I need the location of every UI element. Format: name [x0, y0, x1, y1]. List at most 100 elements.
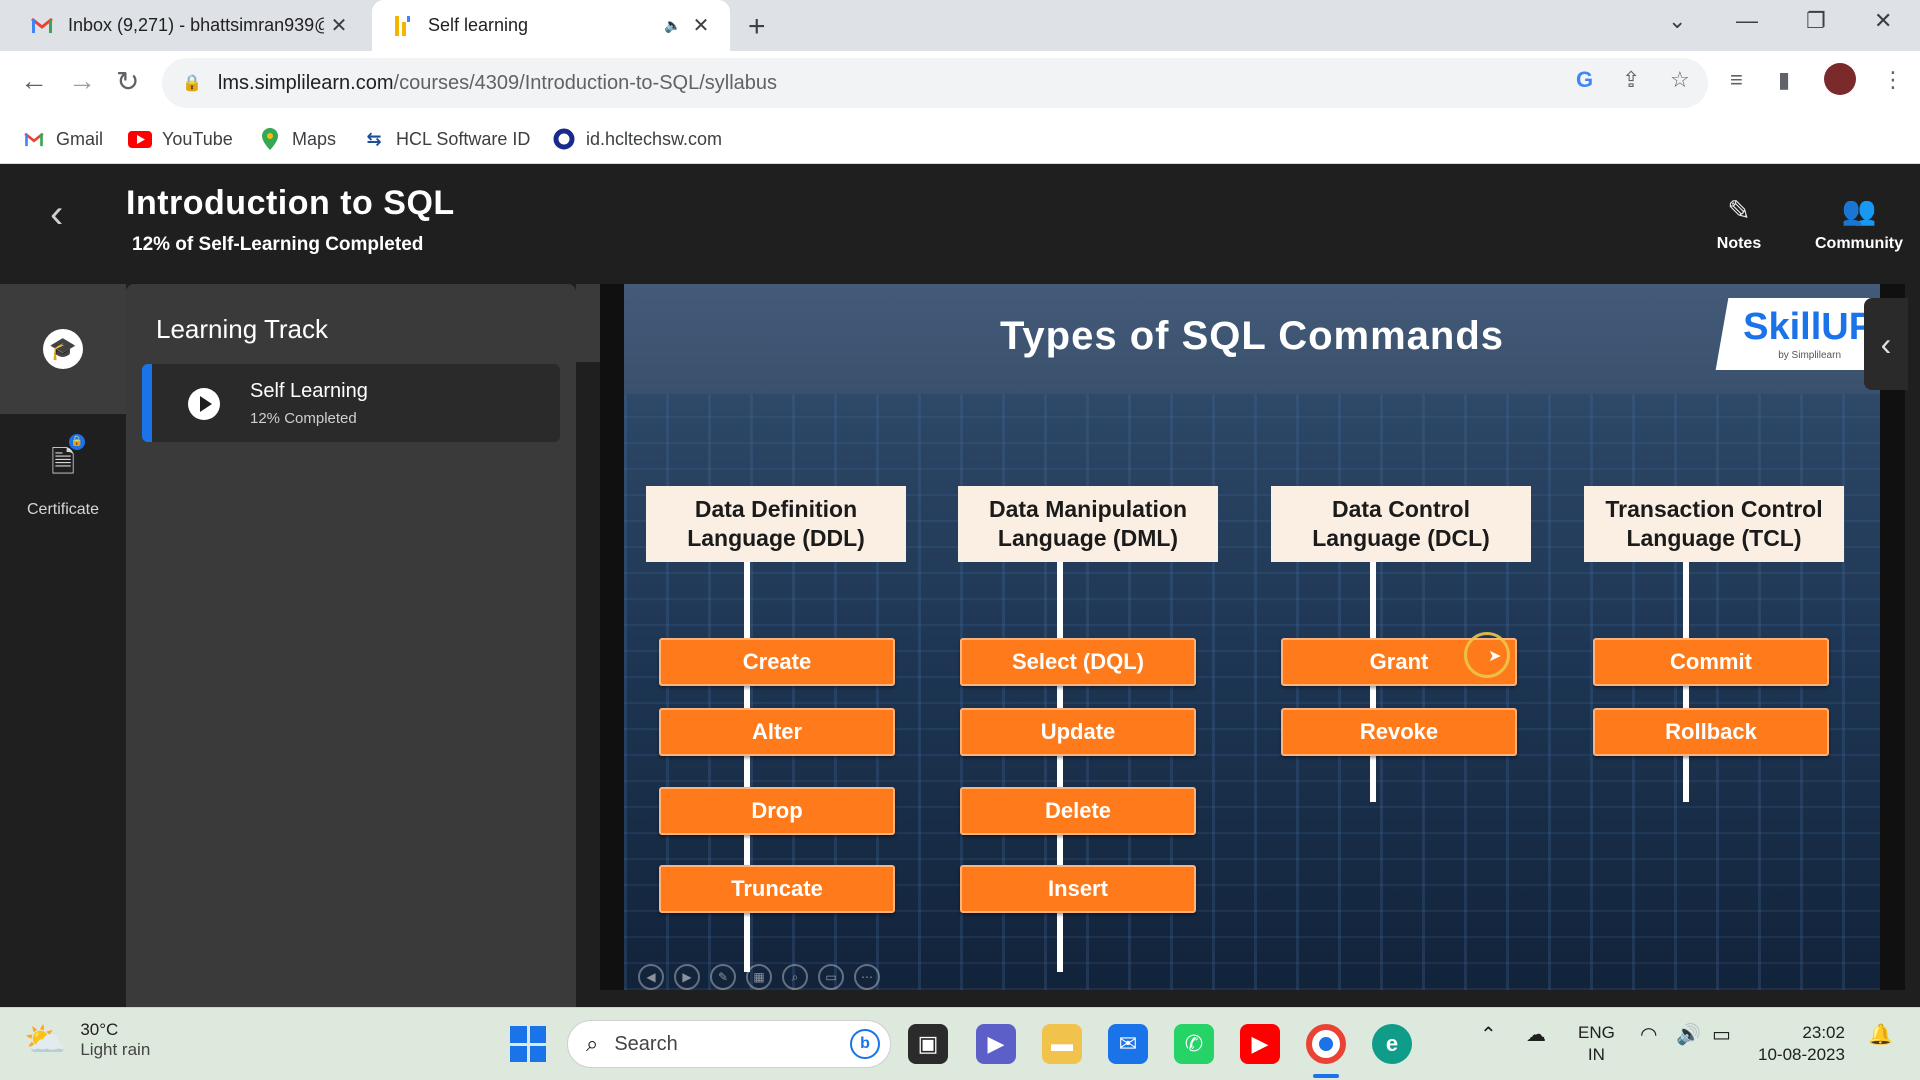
- new-tab-button[interactable]: +: [748, 10, 766, 43]
- back-icon[interactable]: ←: [20, 65, 48, 96]
- forward-icon[interactable]: →: [68, 65, 96, 96]
- bookmark-hcl-software-id[interactable]: ⇆ HCL Software ID: [362, 124, 530, 154]
- track-item-self-learning[interactable]: Self Learning 12% Completed: [142, 364, 560, 442]
- lang-line2: IN: [1587, 1045, 1605, 1064]
- system-clock[interactable]: 23:02 10-08-2023: [1758, 1022, 1845, 1066]
- weather-desc: Light rain: [80, 1040, 151, 1059]
- next-icon: ▶: [674, 964, 700, 990]
- onedrive-icon[interactable]: ☁: [1526, 1024, 1546, 1046]
- address-bar[interactable]: 🔒 lms.simplilearn.com/courses/4309/Intro…: [162, 58, 1708, 108]
- volume-icon[interactable]: 🔊: [1676, 1024, 1701, 1046]
- chevron-up-icon[interactable]: ⌃: [1480, 1024, 1497, 1046]
- lock-icon: 🔒: [69, 433, 86, 450]
- clock-time: 23:02: [1802, 1023, 1845, 1042]
- tab-self-learning[interactable]: Self learning 🔈 ✕: [372, 0, 730, 51]
- taskbar-search[interactable]: ⌕ Search b: [567, 1020, 891, 1068]
- lock-icon[interactable]: 🔒: [182, 75, 202, 92]
- bookmark-gmail[interactable]: Gmail: [22, 124, 103, 154]
- wifi-icon[interactable]: ◠: [1640, 1024, 1658, 1046]
- tcl-heading: Transaction Control Language (TCL): [1584, 486, 1844, 562]
- logo-text: SkillUP: [1743, 306, 1875, 348]
- teams-icon[interactable]: ▶: [976, 1024, 1016, 1064]
- google-icon[interactable]: G: [1576, 67, 1594, 92]
- heading-text: Data Manipulation Language (DML): [988, 496, 1188, 551]
- video-player[interactable]: Types of SQL Commands SkillUP by Simplil…: [600, 284, 1908, 990]
- notification-icon[interactable]: 🔔: [1868, 1024, 1893, 1046]
- rail-item-certificate[interactable]: 🗎🔒 Certificate: [0, 414, 126, 544]
- close-window-button[interactable]: ✕: [1874, 8, 1893, 33]
- file-explorer-icon[interactable]: ▬: [1042, 1024, 1082, 1064]
- command-insert: Insert: [960, 865, 1196, 913]
- certificate-label: Certificate: [26, 500, 100, 518]
- track-item-progress: 12% Completed: [250, 410, 357, 427]
- community-button[interactable]: 👥 Community: [1804, 194, 1914, 253]
- more-icon: ⋯: [854, 964, 880, 990]
- media-control-icon[interactable]: ≡: [1730, 67, 1743, 92]
- command-alter: Alter: [659, 708, 895, 756]
- certificate-icon: 🗎🔒: [50, 433, 86, 479]
- whatsapp-icon[interactable]: ✆: [1174, 1024, 1214, 1064]
- zoom-icon: ⌕: [782, 964, 808, 990]
- video-side-toggle[interactable]: ‹: [1864, 298, 1908, 390]
- tab-title: Inbox (9,271) - bhattsimran939@: [68, 15, 324, 35]
- youtube-icon[interactable]: ▶: [1240, 1024, 1280, 1064]
- chrome-icon[interactable]: [1306, 1024, 1346, 1064]
- chevron-left-icon: ‹: [1880, 325, 1892, 362]
- reload-icon[interactable]: ↻: [116, 66, 140, 97]
- bookmark-maps[interactable]: Maps: [258, 124, 336, 154]
- command-drop: Drop: [659, 787, 895, 835]
- task-view-icon[interactable]: ▣: [908, 1024, 948, 1064]
- slide-title: Types of SQL Commands: [999, 314, 1505, 358]
- gmail-icon: [30, 14, 54, 38]
- maps-icon: [258, 127, 282, 151]
- gmail-icon: [22, 127, 46, 151]
- windows-start-icon[interactable]: [510, 1026, 546, 1062]
- restore-button[interactable]: ❐: [1806, 8, 1826, 33]
- notes-button[interactable]: ✎ Notes: [1684, 194, 1794, 253]
- dml-connector: [1057, 562, 1063, 972]
- course-page: ‹ Introduction to SQL 12% of Self-Learni…: [0, 164, 1920, 1007]
- speaker-icon[interactable]: 🔈: [664, 17, 682, 33]
- bookmark-label: HCL Software ID: [396, 128, 531, 149]
- youtube-icon: [128, 127, 152, 151]
- rail-item-learning[interactable]: 🎓: [0, 284, 126, 414]
- profile-avatar[interactable]: [1824, 63, 1856, 95]
- skillup-logo: SkillUP by Simplilearn: [1715, 298, 1879, 370]
- course-title: Introduction to SQL: [126, 184, 455, 222]
- course-progress-text: 12% of Self-Learning Completed: [132, 234, 424, 255]
- menu-icon[interactable]: ⋮: [1882, 67, 1904, 92]
- graduation-cap-icon: 🎓: [43, 329, 83, 369]
- tab-gmail[interactable]: Inbox (9,271) - bhattsimran939@ ✕: [14, 0, 368, 51]
- url-path: /courses/4309/Introduction-to-SQL/syllab…: [393, 71, 778, 94]
- learning-track-heading: Learning Track: [156, 314, 328, 344]
- dcl-heading: Data Control Language (DCL): [1271, 486, 1531, 562]
- bookmark-hcltechsw[interactable]: id.hcltechsw.com: [552, 124, 722, 154]
- battery-icon[interactable]: ▭: [1712, 1024, 1731, 1046]
- language-indicator[interactable]: ENG IN: [1578, 1022, 1615, 1066]
- cloud-rain-icon: ⛅: [24, 1021, 67, 1059]
- pen-icon: ✎: [710, 964, 736, 990]
- bookmark-label: Maps: [292, 128, 337, 149]
- lang-line1: ENG: [1578, 1023, 1615, 1042]
- left-rail: 🎓 🗎🔒 Certificate: [0, 284, 126, 544]
- edge-icon[interactable]: e: [1372, 1024, 1412, 1064]
- weather-temp: 30°C: [80, 1020, 119, 1039]
- bookmarks-bar: Gmail YouTube Maps ⇆ HCL Software ID id.…: [0, 115, 1920, 164]
- side-panel-icon[interactable]: ▮: [1778, 67, 1791, 92]
- mail-icon[interactable]: ✉: [1108, 1024, 1148, 1064]
- bookmark-youtube[interactable]: YouTube: [128, 124, 233, 154]
- tab-search-icon[interactable]: ⌄: [1668, 8, 1687, 33]
- share-icon[interactable]: ⇪: [1622, 67, 1641, 92]
- clock-date: 10-08-2023: [1758, 1045, 1845, 1064]
- bing-icon[interactable]: b: [850, 1029, 880, 1059]
- back-chevron-icon[interactable]: ‹: [50, 192, 64, 236]
- weather-widget[interactable]: ⛅ 30°C Light rain: [24, 1020, 150, 1060]
- close-icon[interactable]: ✕: [330, 15, 348, 37]
- ddl-connector: [744, 562, 750, 972]
- slide-controls: ◀ ▶ ✎ ▦ ⌕ ▭ ⋯: [638, 964, 880, 990]
- star-icon[interactable]: ☆: [1670, 67, 1690, 92]
- close-icon[interactable]: ✕: [692, 15, 710, 37]
- minimize-button[interactable]: —: [1736, 8, 1758, 33]
- command-revoke: Revoke: [1281, 708, 1517, 756]
- logo-by: by Simplilearn: [1778, 350, 1842, 361]
